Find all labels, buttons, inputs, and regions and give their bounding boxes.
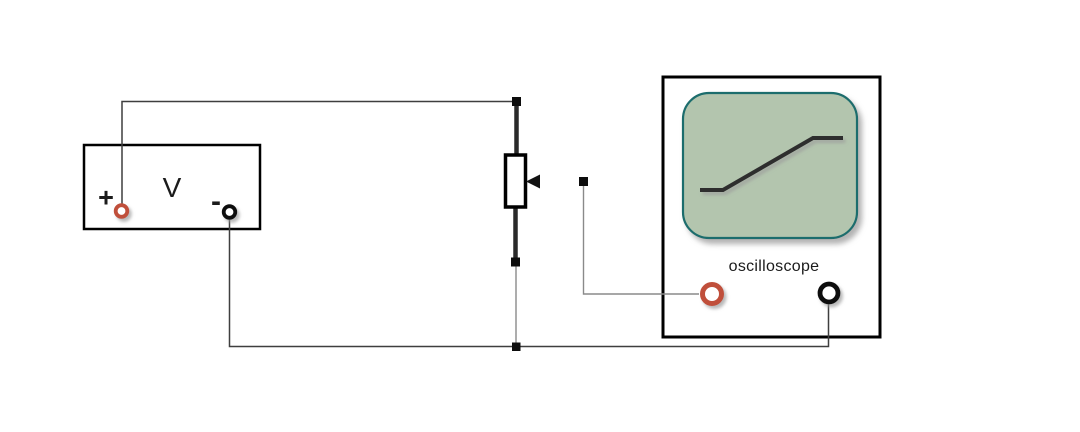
voltage-positive-terminal-icon [113,203,130,219]
junction-dot-wiper [579,177,588,186]
negative-terminal-label: - [211,185,221,218]
voltage-negative-terminal-icon [221,204,238,220]
wire-wiper-to-scope-input [582,185,699,295]
wire-positive-to-pot-top [121,100,513,204]
junction-dot-top [512,97,521,106]
ramp-waveform-trace [700,136,843,192]
scope-black-terminal-icon [817,281,841,305]
wiper-arrow-head-icon [526,174,540,189]
junction-dot-bottom-rail [512,342,521,351]
scope-red-terminal-icon [700,282,724,306]
oscilloscope-label: oscilloscope [728,258,820,275]
voltage-source-label: V [162,172,182,203]
positive-terminal-label: + [98,182,114,213]
junction-dot-pot-bottom [511,257,520,267]
potentiometer-body [503,153,528,209]
oscilloscope-screen [681,91,859,240]
wire-negative-bottom-rail [228,219,830,348]
